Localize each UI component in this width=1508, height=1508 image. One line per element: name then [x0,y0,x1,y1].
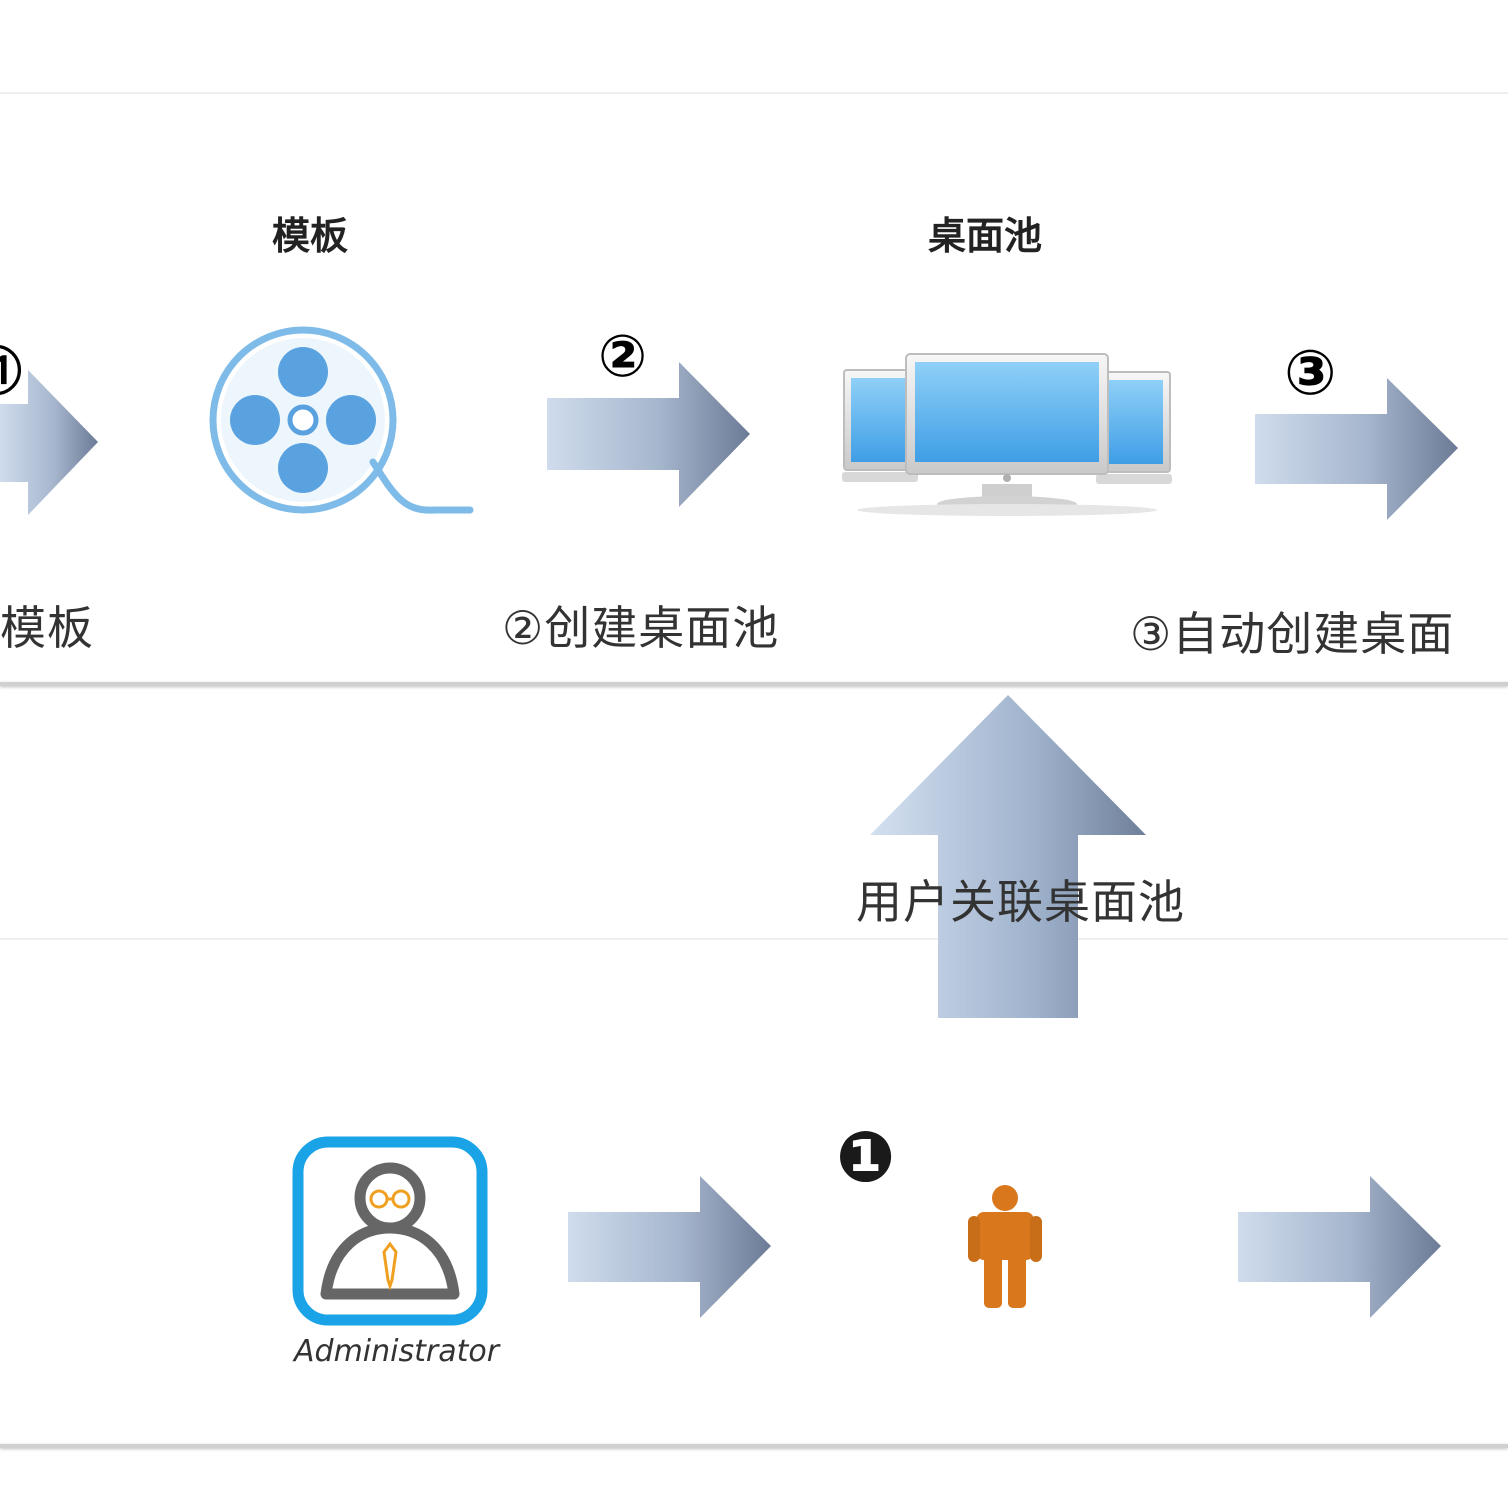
arrow-up [870,695,1146,1018]
middle-divider [0,938,1508,940]
step-3-label: ③自动创建桌面 [1130,607,1455,661]
arrow-5 [1238,1176,1441,1318]
lower-section-border [0,1444,1508,1448]
arrow-3 [1255,378,1458,520]
arrow-4 [568,1176,771,1318]
upper-section-border [0,682,1508,686]
desktop-pool-title: 桌面池 [928,214,1043,258]
step-marker-left: ⑪ [0,330,22,405]
arrow-2 [547,362,750,507]
user-associate-pool-label: 用户关联桌面池 [856,875,1185,929]
administrator-icon [292,1136,488,1326]
step-marker-3: ③ [1284,336,1337,409]
template-title: 模板 [272,214,349,258]
step-marker-1: ❶ [836,1116,896,1198]
step-marker-2: ② [598,322,648,390]
step-2-label: ②创建桌面池 [502,601,780,655]
monitors-icon [842,353,1172,516]
arrow-1 [0,370,98,515]
user-icon [968,1185,1042,1308]
administrator-label: Administrator [294,1334,500,1369]
step-1-label: 模板 [0,601,94,655]
film-reel-icon [209,326,474,514]
top-divider [0,92,1508,94]
